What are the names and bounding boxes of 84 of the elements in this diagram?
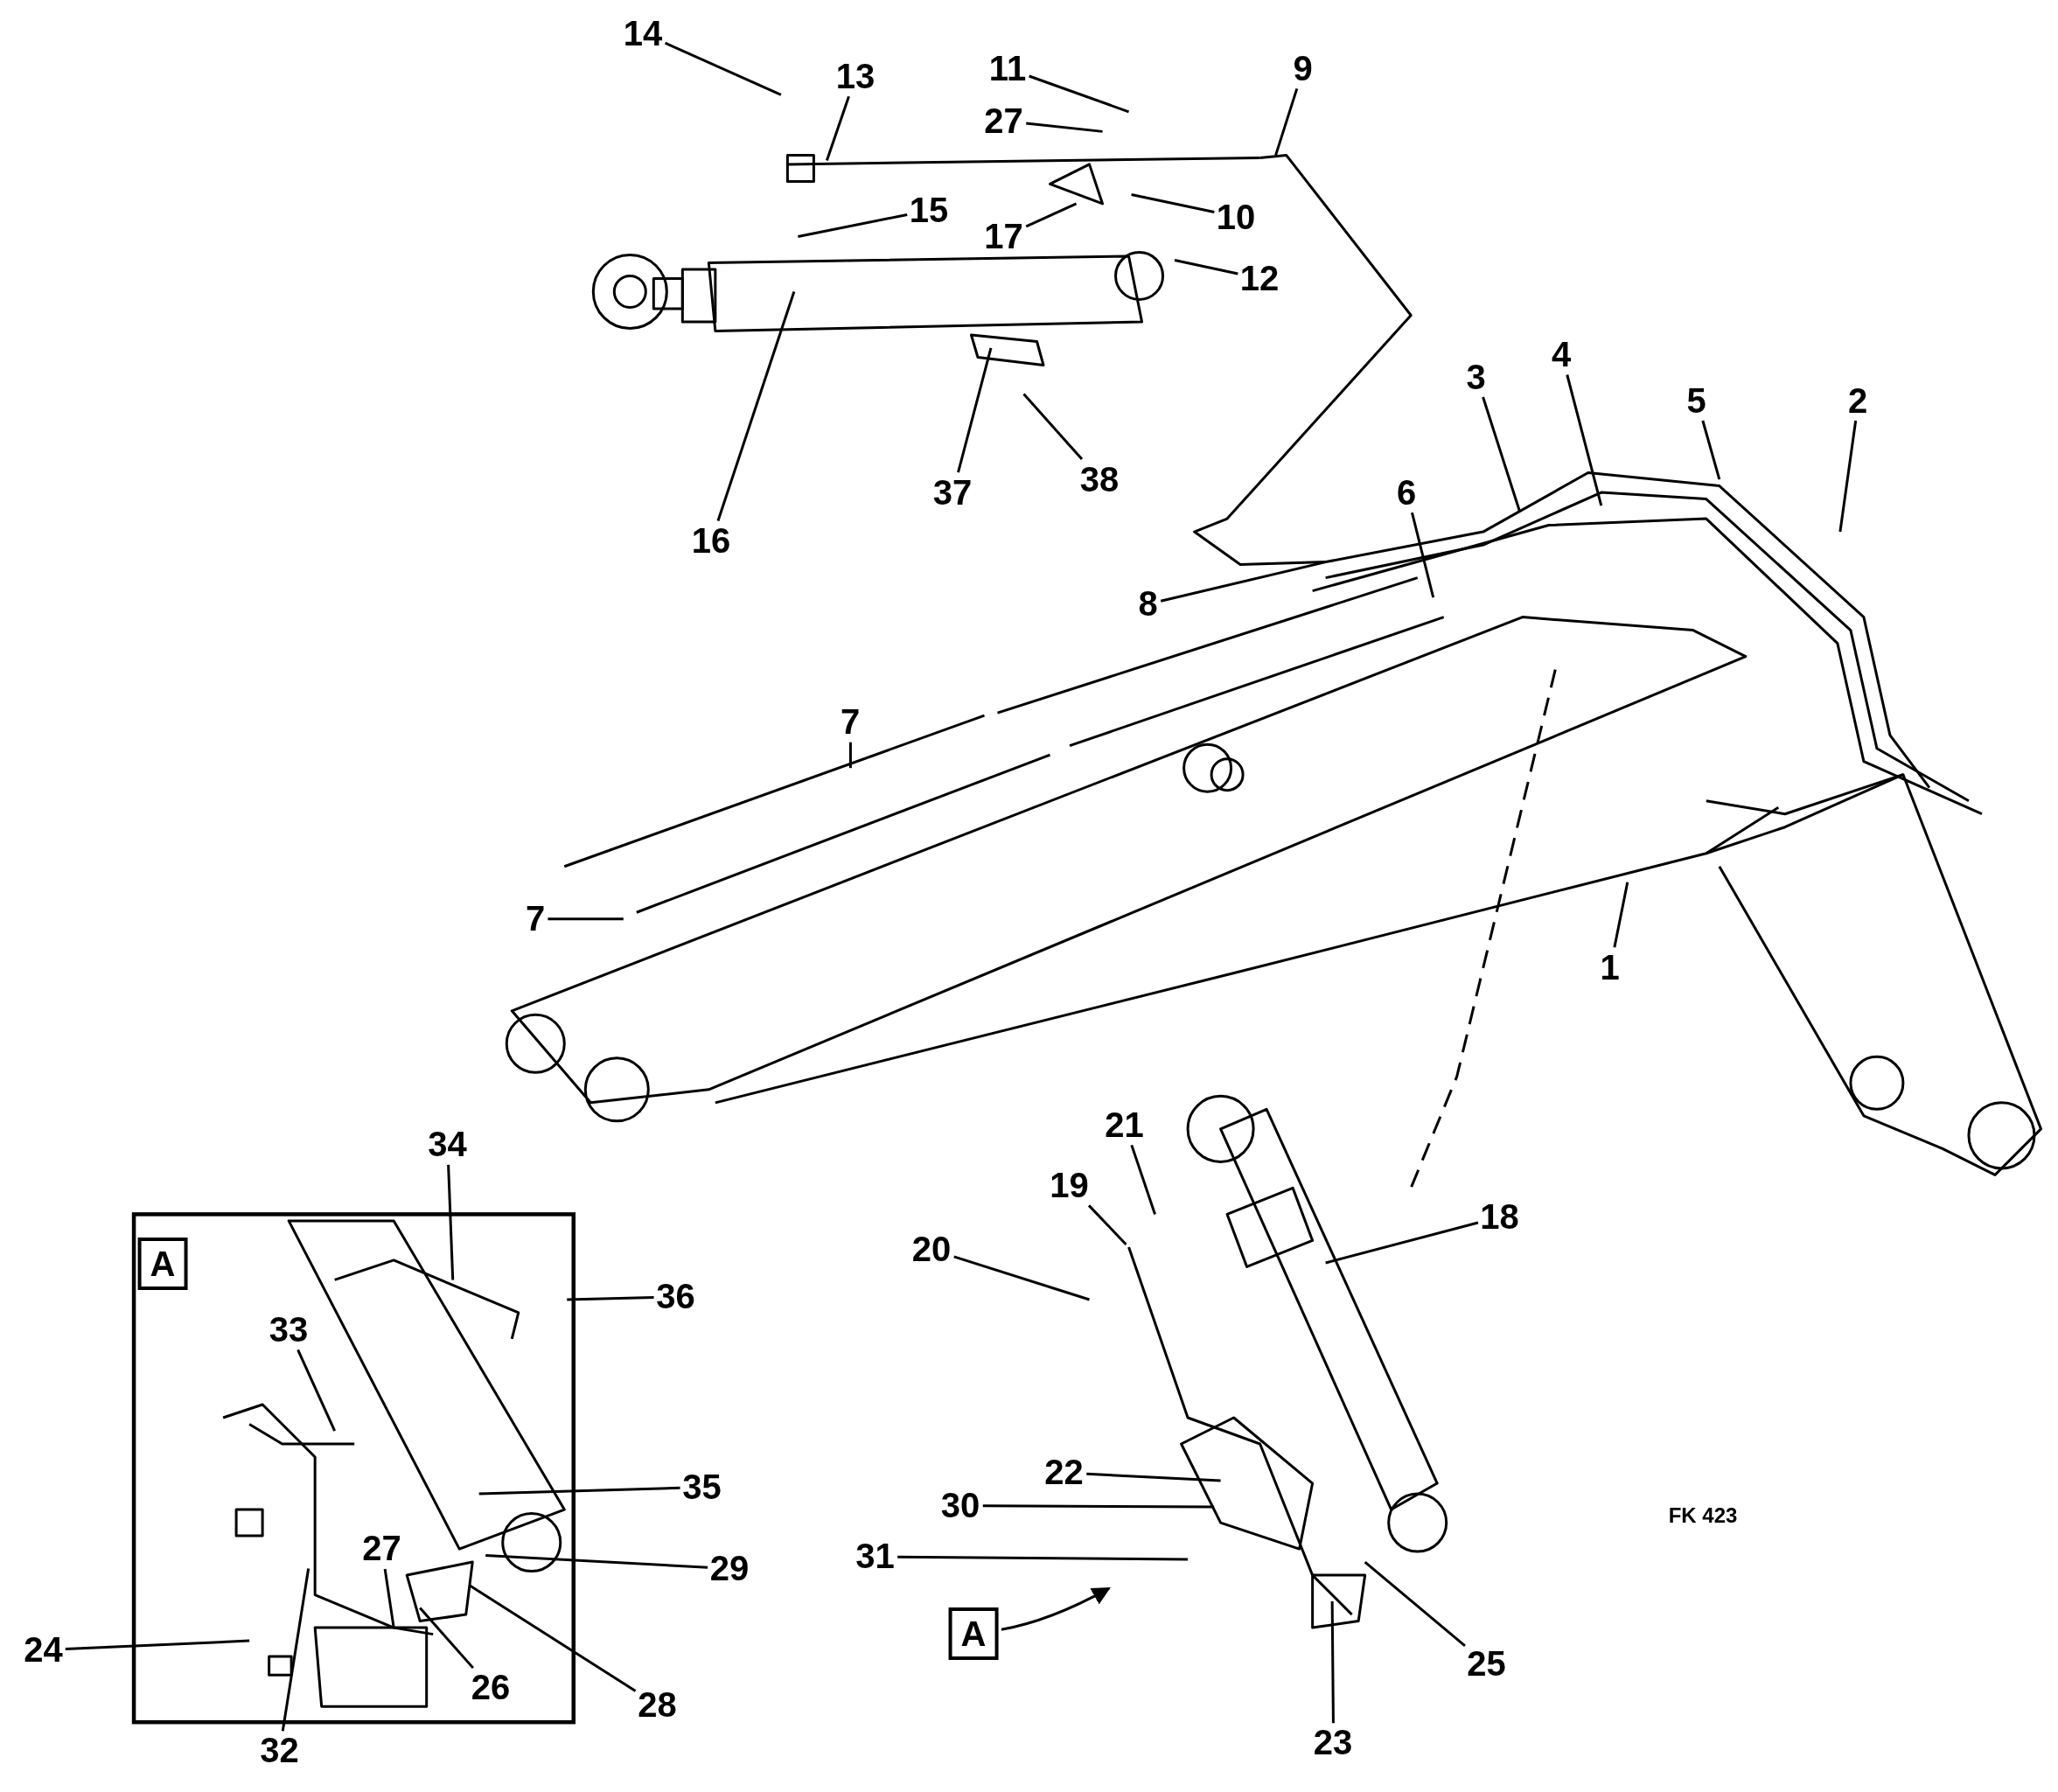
leader-line bbox=[716, 291, 796, 522]
leader-line bbox=[1086, 1472, 1221, 1482]
leader-line bbox=[1482, 396, 1522, 512]
callout-number: 26 bbox=[471, 1670, 511, 1705]
leader-line bbox=[953, 1255, 1090, 1301]
callout-number: 32 bbox=[260, 1733, 299, 1768]
callout-number: 18 bbox=[1480, 1198, 1519, 1234]
view-marker: A bbox=[948, 1607, 999, 1660]
callout-number: 1 bbox=[1600, 949, 1620, 985]
callout-number: 33 bbox=[269, 1311, 309, 1347]
leader-line bbox=[1131, 192, 1215, 213]
callout-number: 20 bbox=[911, 1231, 952, 1266]
callout-number: 37 bbox=[932, 474, 973, 510]
leader-line bbox=[982, 1504, 1215, 1509]
callout-number: 23 bbox=[1313, 1725, 1353, 1760]
callout-number: 28 bbox=[638, 1686, 677, 1722]
leader-line bbox=[957, 347, 993, 473]
callout-number: 8 bbox=[1138, 586, 1158, 621]
callout-number: 6 bbox=[1396, 474, 1417, 510]
callout-number: 31 bbox=[855, 1538, 895, 1573]
callout-number: 16 bbox=[691, 523, 731, 558]
callout-number: 19 bbox=[1050, 1167, 1089, 1203]
leader-line bbox=[1701, 420, 1721, 480]
callout-number: 34 bbox=[428, 1126, 467, 1161]
leader-line bbox=[447, 1164, 455, 1280]
leader-line bbox=[567, 1296, 654, 1301]
leader-line bbox=[1029, 74, 1130, 114]
leader-line bbox=[1613, 882, 1629, 948]
callout-number: 7 bbox=[840, 704, 861, 739]
callout-number: 9 bbox=[1293, 51, 1313, 86]
callout-number: 11 bbox=[988, 51, 1027, 86]
leader-line bbox=[1160, 561, 1326, 603]
callout-number: 29 bbox=[709, 1550, 750, 1586]
leader-line bbox=[1274, 87, 1299, 156]
callout-number: 30 bbox=[940, 1487, 980, 1523]
callout-number: 38 bbox=[1079, 461, 1120, 497]
leader-line bbox=[1411, 512, 1435, 598]
leader-line bbox=[485, 1554, 708, 1569]
callout-number: 17 bbox=[984, 219, 1023, 254]
leader-line bbox=[1330, 1601, 1335, 1724]
callout-number: 14 bbox=[623, 15, 663, 51]
leader-line bbox=[848, 742, 852, 769]
leader-line bbox=[664, 41, 782, 96]
leader-line bbox=[548, 917, 624, 921]
callout-number: 4 bbox=[1551, 337, 1572, 372]
leader-line bbox=[897, 1555, 1189, 1561]
callout-number: 7 bbox=[525, 901, 546, 936]
leader-line bbox=[1022, 393, 1084, 461]
view-marker: A bbox=[137, 1237, 188, 1290]
callout-number: 24 bbox=[24, 1631, 63, 1667]
leader-line bbox=[65, 1639, 250, 1650]
leader-line bbox=[296, 1349, 337, 1432]
callout-number: 10 bbox=[1216, 199, 1256, 234]
leader-line bbox=[1566, 374, 1603, 506]
callout-number: 12 bbox=[1239, 261, 1280, 296]
callout-number: 35 bbox=[682, 1468, 722, 1504]
callout-number: 2 bbox=[1847, 382, 1868, 418]
leader-line bbox=[798, 213, 908, 238]
callout-number: 13 bbox=[835, 59, 876, 94]
leader-line bbox=[1174, 258, 1238, 275]
leader-line bbox=[419, 1607, 474, 1670]
leader-line bbox=[383, 1568, 395, 1628]
leader-line bbox=[478, 1486, 680, 1496]
callout-number: 36 bbox=[656, 1279, 695, 1314]
leader-line bbox=[1325, 1221, 1479, 1265]
leader-line bbox=[1025, 202, 1078, 228]
arrow bbox=[1001, 1586, 1111, 1631]
leader-line bbox=[1130, 1144, 1156, 1215]
leader-line bbox=[1087, 1204, 1127, 1245]
leader-line bbox=[469, 1584, 637, 1692]
drawing-code: FK 423 bbox=[1668, 1503, 1738, 1528]
leader-line bbox=[1026, 122, 1103, 133]
leader-line bbox=[1364, 1560, 1466, 1648]
callout-number: 22 bbox=[1044, 1454, 1084, 1489]
callout-number: 15 bbox=[909, 192, 949, 227]
callout-number: 27 bbox=[362, 1531, 401, 1565]
leader-line bbox=[1838, 420, 1858, 533]
callout-number: 27 bbox=[984, 103, 1023, 138]
callout-number: 21 bbox=[1105, 1106, 1144, 1142]
leader-line bbox=[826, 95, 850, 161]
callout-number: 3 bbox=[1466, 359, 1486, 394]
callout-number: 25 bbox=[1467, 1646, 1506, 1681]
callout-number: 5 bbox=[1686, 382, 1706, 418]
leader-line bbox=[281, 1568, 310, 1732]
